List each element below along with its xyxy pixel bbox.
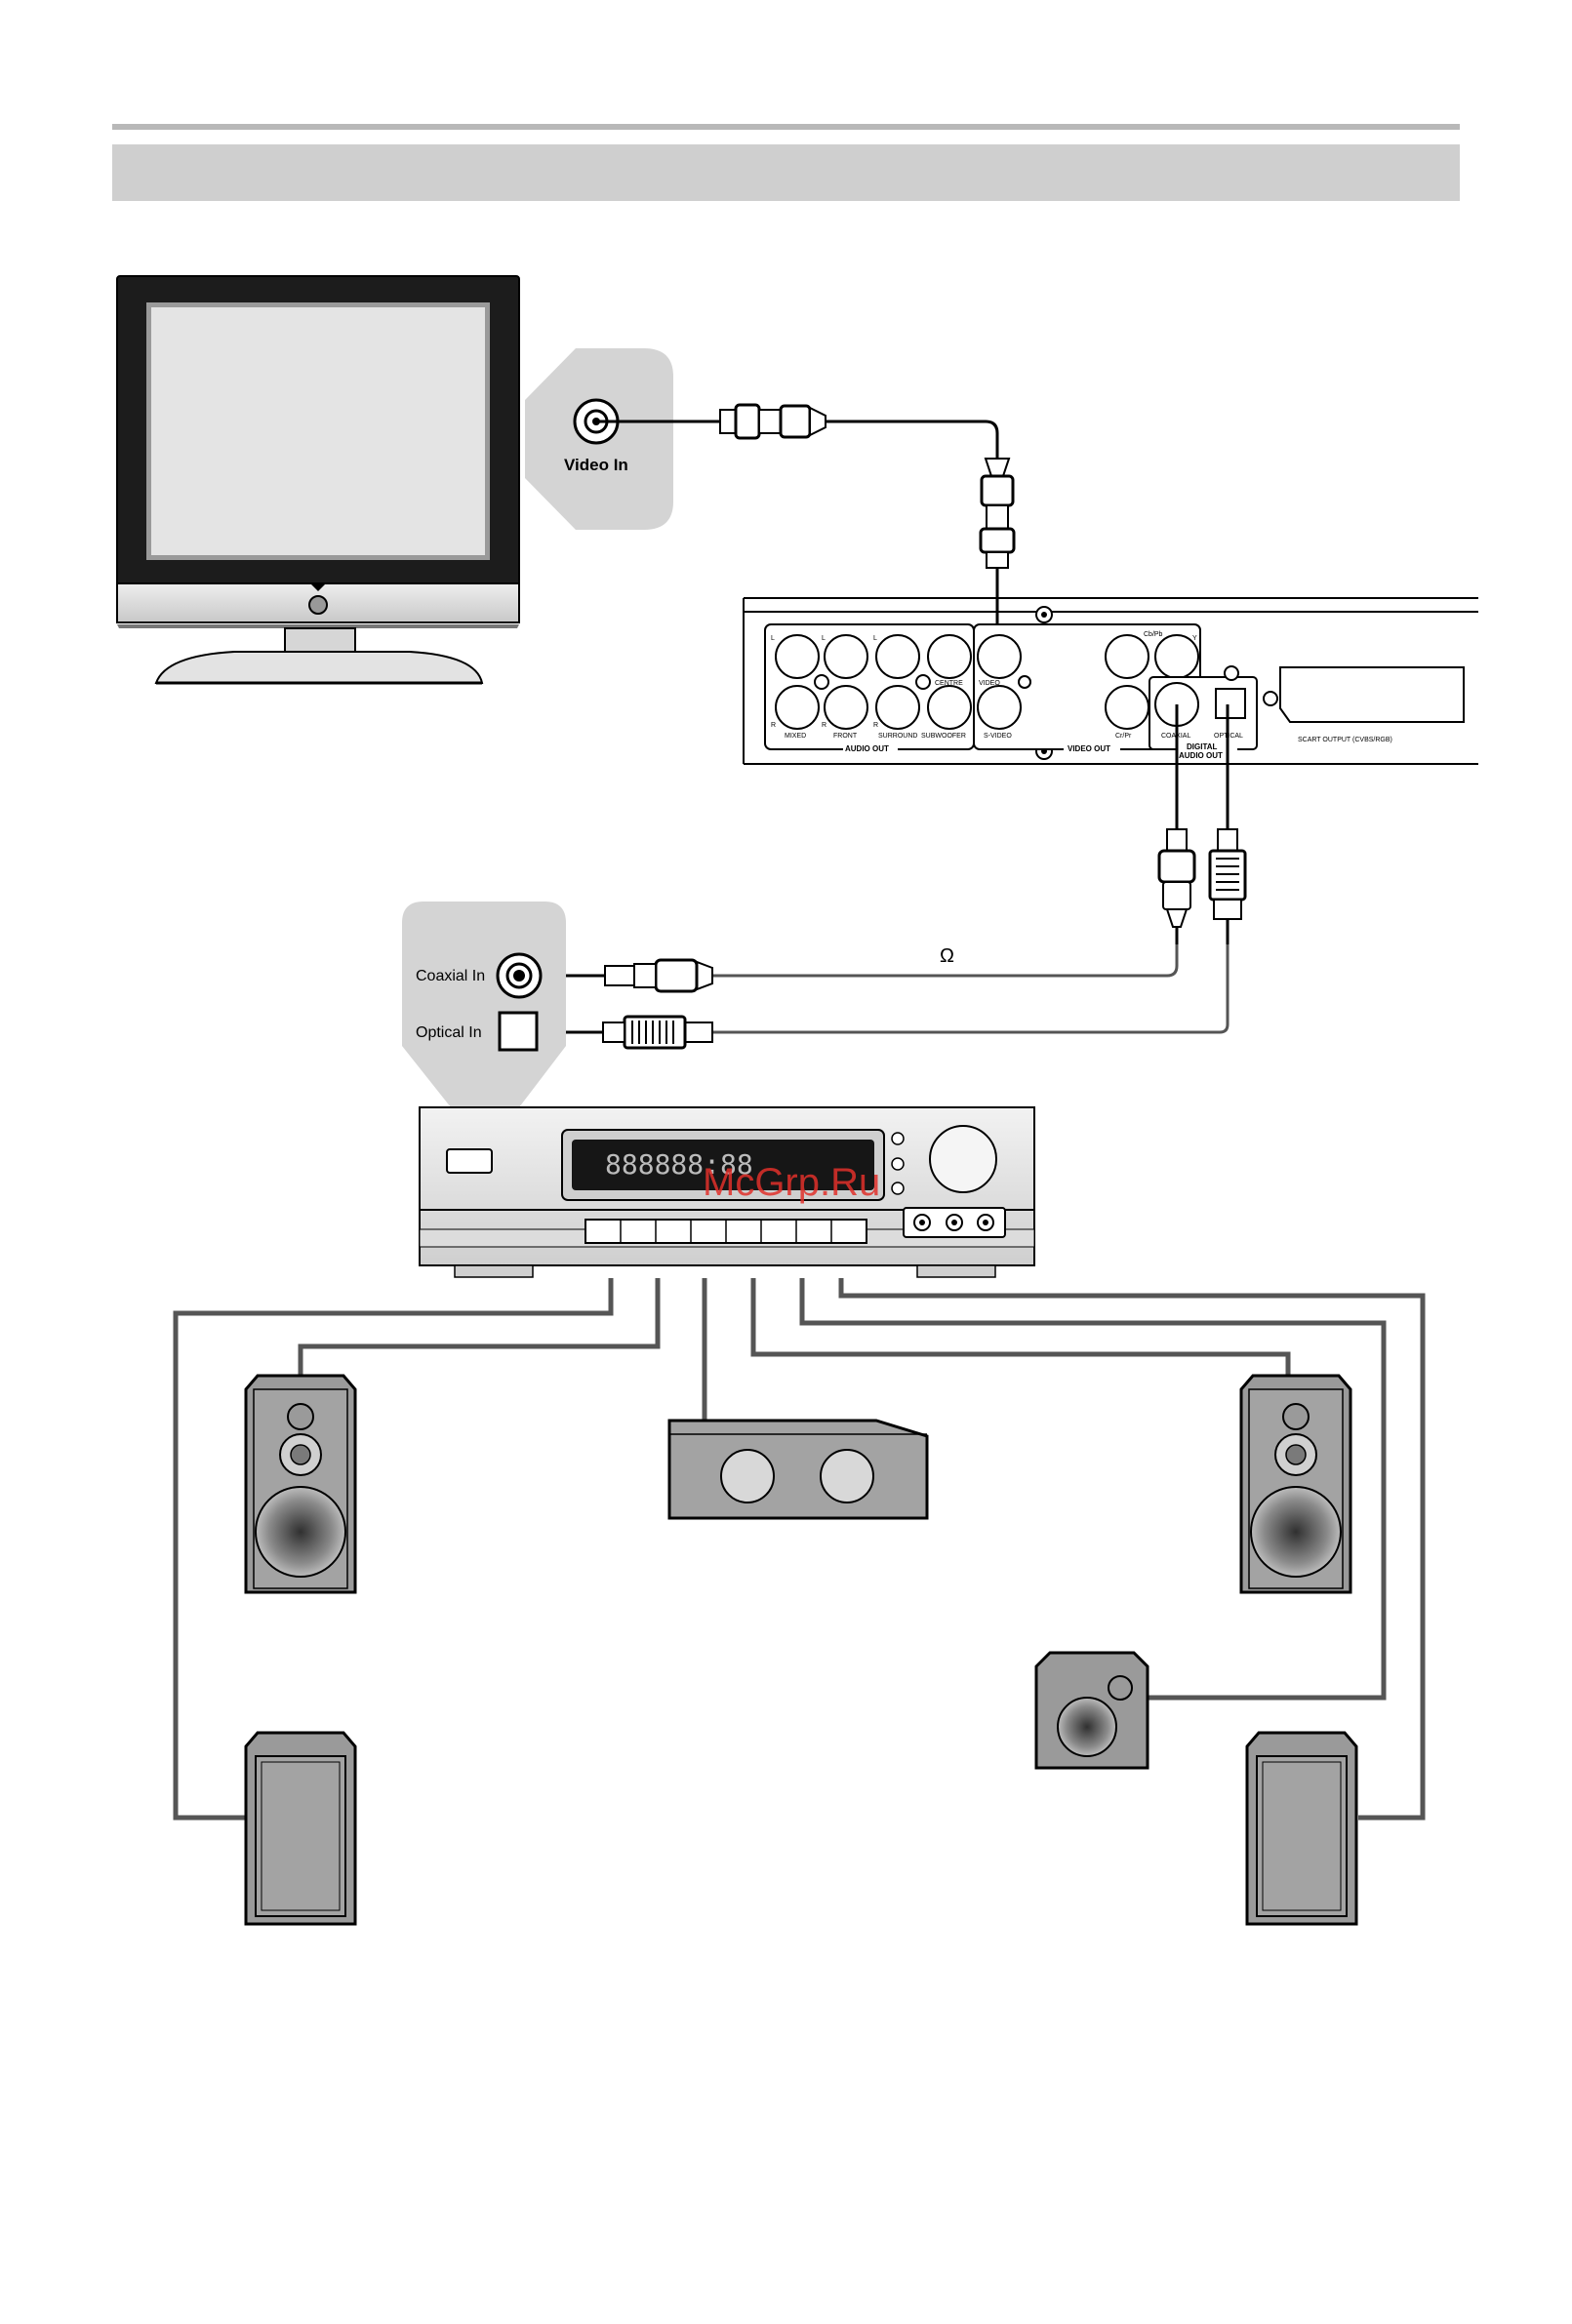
tv-stand bbox=[156, 652, 482, 683]
jack-svideo bbox=[978, 686, 1021, 729]
tv-video-in-label: Video In bbox=[564, 456, 628, 474]
jack-label-svideo: S-VIDEO bbox=[984, 733, 1012, 740]
jack-front-l bbox=[825, 635, 867, 678]
top-rule bbox=[112, 124, 1460, 130]
jack-mixed-l bbox=[776, 635, 819, 678]
video-out-label: VIDEO OUT bbox=[1068, 744, 1110, 753]
jack-label-l1: L bbox=[771, 635, 775, 642]
digital-label-1: DIGITAL bbox=[1187, 742, 1218, 751]
jack-label-video: VIDEO bbox=[979, 680, 1000, 687]
tv-set bbox=[117, 276, 519, 683]
front-right-speaker bbox=[1241, 1376, 1350, 1592]
wire-front-left bbox=[301, 1278, 658, 1376]
jack-surround-l bbox=[876, 635, 919, 678]
jack-label-cbpb: Cb/Pb bbox=[1144, 631, 1163, 638]
jack-subwoofer bbox=[928, 686, 971, 729]
wire-front-right bbox=[753, 1278, 1288, 1376]
watermark-text: McGrp.Ru bbox=[703, 1161, 880, 1204]
receiver-power-button bbox=[447, 1149, 492, 1173]
subwoofer bbox=[1036, 1653, 1148, 1768]
tv-screen bbox=[151, 307, 485, 555]
jack-label-mixed: MIXED bbox=[785, 733, 806, 740]
tv-neck bbox=[285, 628, 355, 652]
section-band bbox=[112, 144, 1460, 201]
surround-left-speaker bbox=[246, 1733, 355, 1924]
optical-in-jack bbox=[500, 1013, 537, 1050]
optical-cable bbox=[712, 944, 1228, 1032]
jack-centre bbox=[928, 635, 971, 678]
jack-label-front: FRONT bbox=[833, 733, 858, 740]
jack-front-r bbox=[825, 686, 867, 729]
dvd-player-rear-panel: L L L R R R CENTRE MIXED FRONT SURROUND … bbox=[744, 598, 1478, 764]
surround-right-speaker bbox=[1247, 1733, 1356, 1924]
jack-mixed-r bbox=[776, 686, 819, 729]
jack-label-r2: R bbox=[822, 722, 826, 729]
optical-in-label: Optical In bbox=[416, 1024, 482, 1041]
receiver-volume-knob bbox=[930, 1126, 996, 1192]
jack-label-crpr: Cr/Pr bbox=[1115, 733, 1132, 740]
audio-out-label: AUDIO OUT bbox=[845, 744, 889, 753]
digital-cables: Ω bbox=[532, 704, 1245, 1048]
jack-label-r1: R bbox=[771, 722, 776, 729]
jack-cbpb bbox=[1106, 635, 1149, 678]
cable-impedance-note: Ω bbox=[940, 945, 954, 967]
jack-label-centre: CENTRE bbox=[935, 680, 963, 687]
speaker-wires bbox=[176, 1278, 1423, 1818]
tv-port-callout: Video In bbox=[525, 348, 673, 530]
jack-label-l3: L bbox=[873, 635, 877, 642]
front-left-speaker bbox=[246, 1376, 355, 1592]
jack-crpr bbox=[1106, 686, 1149, 729]
centre-speaker bbox=[669, 1421, 927, 1518]
receiver-input-callout: Coaxial In Optical In bbox=[402, 902, 566, 1107]
tv-power-icon bbox=[309, 596, 327, 614]
jack-label-surround: SURROUND bbox=[878, 733, 917, 740]
jack-video bbox=[978, 635, 1021, 678]
jack-label-y: Y bbox=[1192, 635, 1197, 642]
scart-label: SCART OUTPUT (CVBS/RGB) bbox=[1298, 737, 1392, 743]
coaxial-in-label: Coaxial In bbox=[416, 968, 485, 984]
wire-surround-left bbox=[176, 1278, 611, 1818]
digital-label-2: AUDIO OUT bbox=[1179, 751, 1223, 760]
jack-surround-r bbox=[876, 686, 919, 729]
jack-label-l2: L bbox=[822, 635, 826, 642]
jack-optical bbox=[1216, 689, 1245, 718]
jack-label-subwoofer: SUBWOOFER bbox=[921, 733, 966, 740]
scart-connector bbox=[1280, 667, 1464, 722]
jack-label-r3: R bbox=[873, 722, 878, 729]
